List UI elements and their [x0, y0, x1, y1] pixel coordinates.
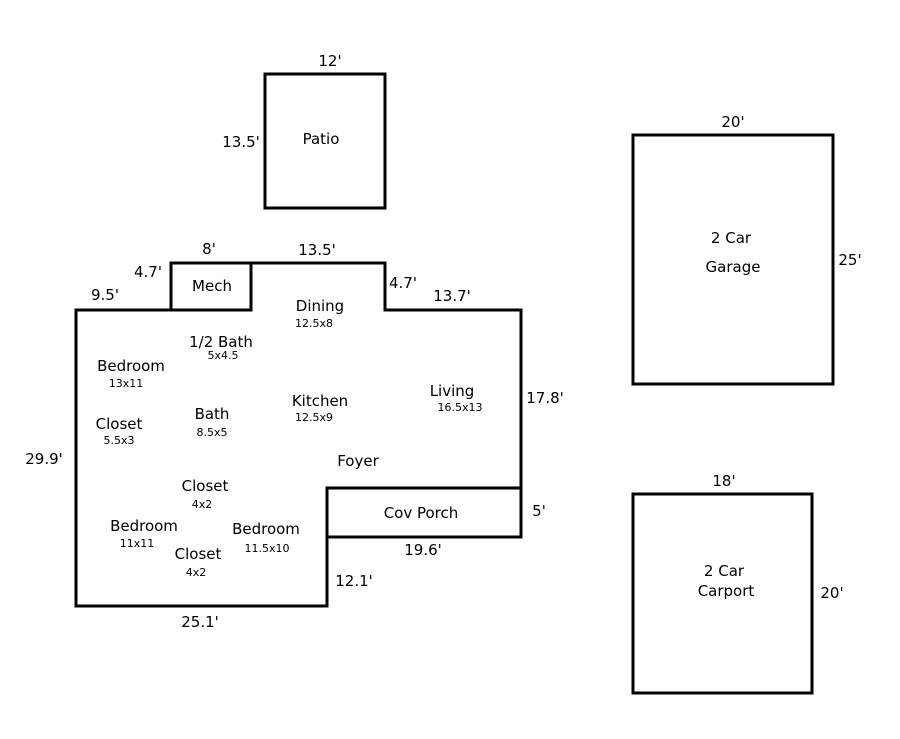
room-kitchen-size: 12.5x9	[295, 411, 333, 424]
patio: Patio 12' 13.5'	[222, 52, 387, 210]
carport-depth-dimension: 20'	[820, 584, 843, 602]
garage-label-line1: 2 Car	[711, 229, 752, 247]
room-closet-3-label: Closet	[175, 545, 222, 563]
room-half-bath-label: 1/2 Bath	[189, 333, 253, 351]
carport-label-line1: 2 Car	[704, 562, 745, 580]
cov-porch-outline	[325, 486, 521, 537]
mech-width-dimension: 8'	[202, 240, 216, 258]
left-side-dimension: 29.9'	[25, 450, 63, 468]
room-kitchen-label: Kitchen	[292, 392, 348, 410]
carport-outline	[631, 492, 814, 695]
right-lower-dimension: 12.1'	[335, 572, 373, 590]
room-closet-1-label: Closet	[96, 415, 143, 433]
room-half-bath-size: 5x4.5	[207, 349, 238, 362]
room-bedroom-2-size: 11x11	[120, 537, 155, 550]
room-foyer-label: Foyer	[337, 452, 379, 470]
garage-width-dimension: 20'	[721, 113, 744, 131]
mech-room-outline	[169, 261, 253, 312]
room-bedroom-3-label: Bedroom	[232, 520, 300, 538]
room-bedroom-1-label: Bedroom	[97, 357, 165, 375]
room-living-label: Living	[430, 382, 475, 400]
carport-width-dimension: 18'	[712, 472, 735, 490]
garage: 2 Car Garage 20' 25'	[631, 113, 862, 386]
right-top-dimension: 13.7'	[433, 287, 471, 305]
room-dining-label: Dining	[296, 297, 344, 315]
porch-width-dimension: 19.6'	[404, 541, 442, 559]
left-top-dimension: 9.5'	[91, 286, 119, 304]
room-living-size: 16.5x13	[438, 401, 483, 414]
patio-label: Patio	[303, 130, 340, 148]
room-closet-2-size: 4x2	[192, 498, 213, 511]
porch-depth-dimension: 5'	[532, 502, 546, 520]
garage-label-line2: Garage	[706, 258, 761, 276]
right-side-dimension: 17.8'	[526, 389, 564, 407]
right-step-dimension: 4.7'	[389, 274, 417, 292]
room-mech-label: Mech	[192, 277, 232, 295]
mech-depth-dimension: 4.7'	[134, 263, 162, 281]
room-bath-size: 8.5x5	[196, 426, 227, 439]
room-closet-3-size: 4x2	[186, 566, 207, 579]
room-closet-2-label: Closet	[182, 477, 229, 495]
room-dining-size: 12.5x8	[295, 317, 333, 330]
garage-outline	[631, 133, 835, 386]
room-cov-porch-label: Cov Porch	[384, 504, 459, 522]
room-closet-1-size: 5.5x3	[103, 434, 134, 447]
room-bath-label: Bath	[195, 405, 230, 423]
patio-width-dimension: 12'	[318, 52, 341, 70]
patio-depth-dimension: 13.5'	[222, 133, 260, 151]
room-bedroom-1-size: 13x11	[109, 377, 144, 390]
bottom-dimension: 25.1'	[181, 613, 219, 631]
house: 8' 4.7' 9.5' 13.5' 4.7' 13.7' 17.8' 29.9…	[25, 240, 564, 631]
garage-depth-dimension: 25'	[838, 251, 861, 269]
carport-label-line2: Carport	[698, 582, 755, 600]
top-middle-dimension: 13.5'	[298, 241, 336, 259]
patio-outline	[263, 72, 387, 210]
room-bedroom-3-size: 11.5x10	[245, 542, 290, 555]
carport: 2 Car Carport 18' 20'	[631, 472, 844, 695]
room-bedroom-2-label: Bedroom	[110, 517, 178, 535]
